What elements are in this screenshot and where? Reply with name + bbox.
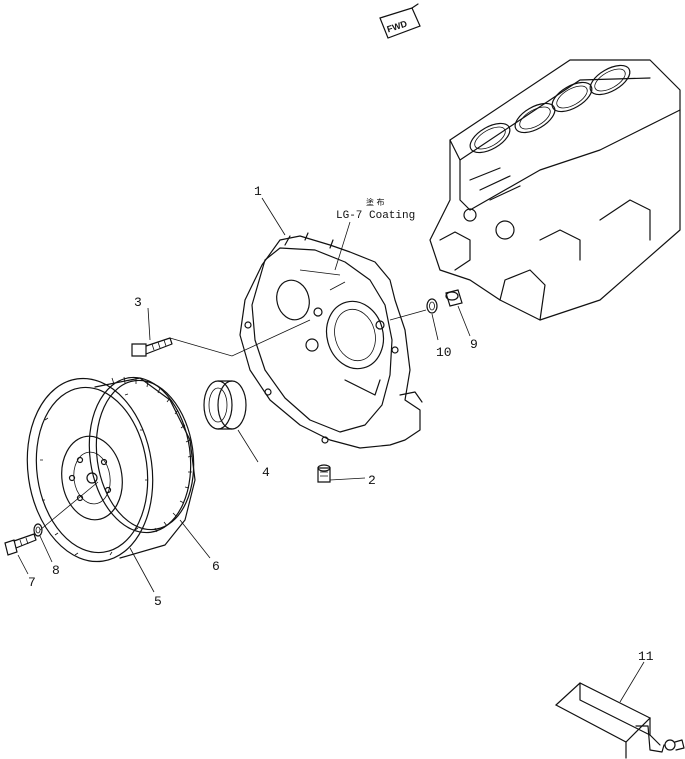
plug: [317, 464, 331, 483]
callout-3: 3: [134, 295, 142, 310]
callout-5: 5: [154, 594, 162, 609]
callout-2: 2: [368, 473, 376, 488]
coating-note: 塗 布 LG-7 Coating: [336, 197, 415, 222]
flywheel: [26, 377, 196, 563]
flywheel-housing: [239, 232, 423, 449]
tool: [554, 682, 685, 759]
callout-9: 9: [470, 337, 478, 352]
washer: [426, 298, 438, 314]
coating-note-english: LG-7 Coating: [336, 210, 415, 222]
oil-seal: [203, 380, 247, 430]
flywheel-bolt: [4, 533, 37, 556]
callout-1: 1: [254, 184, 262, 199]
coating-note-japanese: 塗 布: [366, 197, 385, 207]
callout-8: 8: [52, 563, 60, 578]
callout-7: 7: [28, 575, 36, 590]
engine-block: [429, 59, 681, 321]
callout-11: 11: [638, 649, 654, 664]
callout-labels: 1 2 3 4 5 6 7 8 9 10 11: [28, 184, 654, 664]
drain-plug: [445, 289, 463, 307]
leader-lines: [17, 197, 645, 703]
flywheel-washer: [33, 523, 43, 537]
ring-gear: [88, 376, 195, 534]
callout-10: 10: [436, 345, 452, 360]
fwd-direction-tag: FWD: [379, 3, 421, 39]
housing-bolt: [131, 337, 173, 357]
callout-6: 6: [212, 559, 220, 574]
callout-4: 4: [262, 465, 270, 480]
